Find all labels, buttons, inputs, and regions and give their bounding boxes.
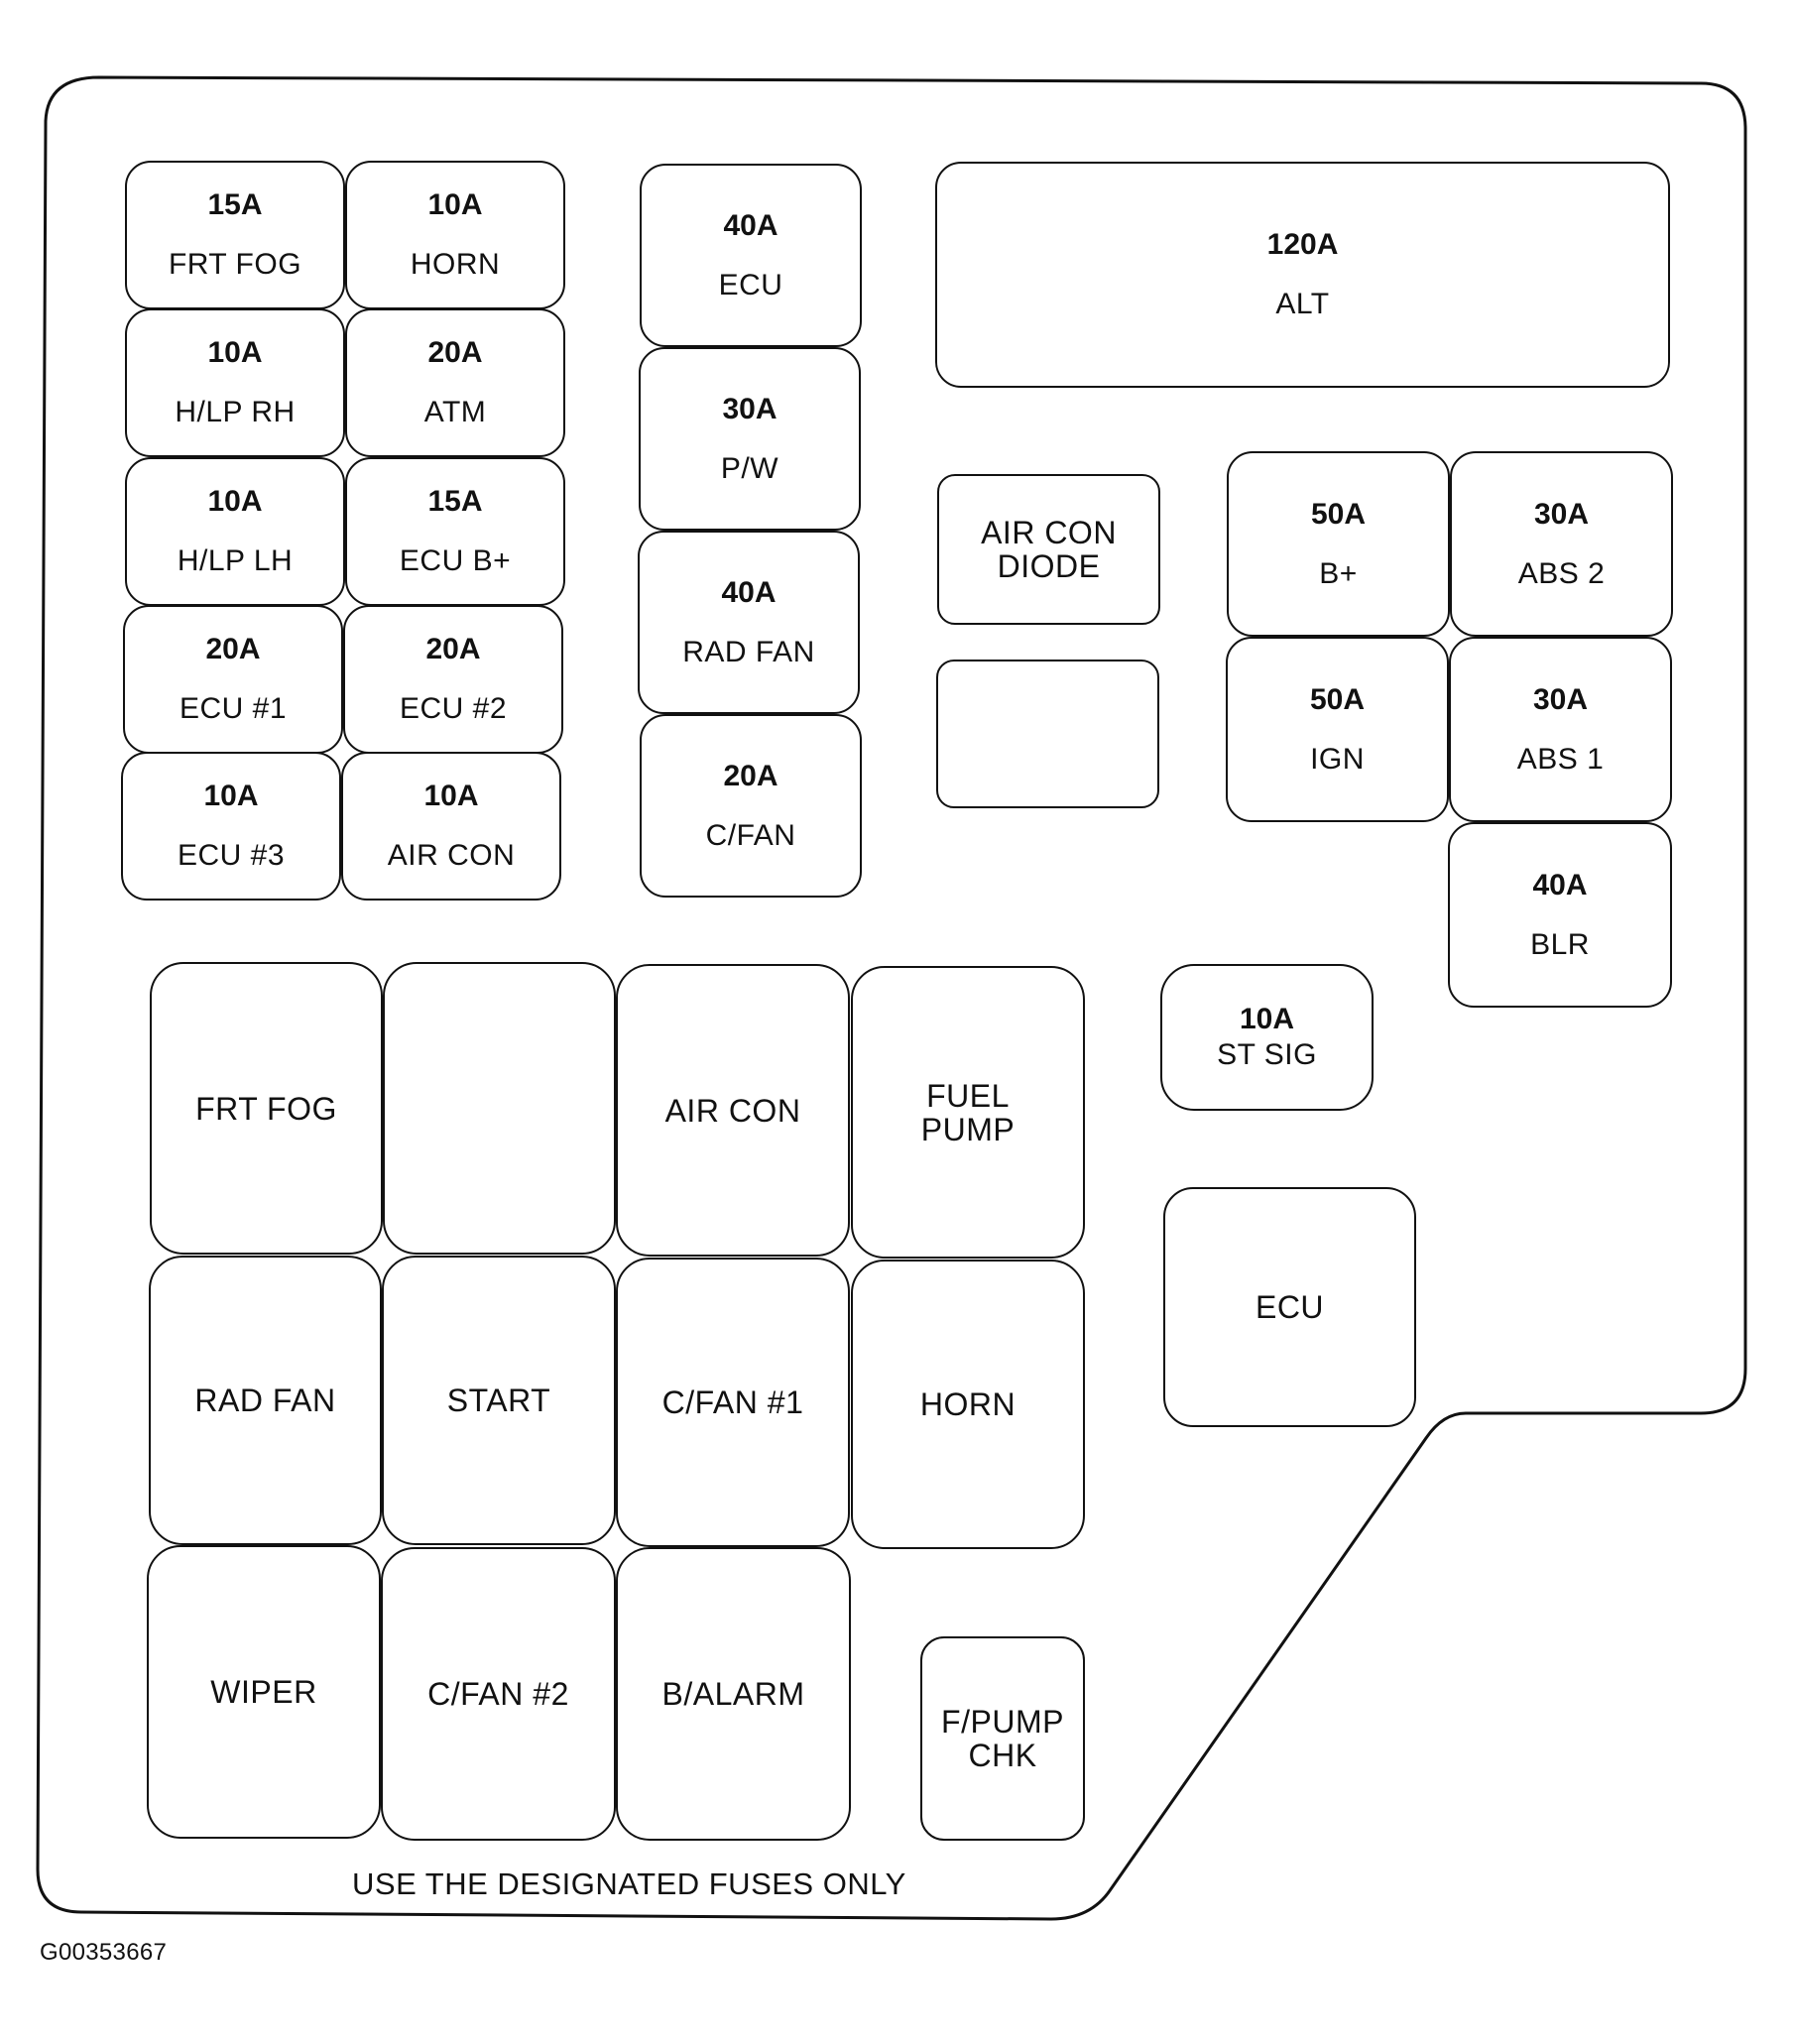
relay-label-line2: PUMP [920, 1111, 1016, 1147]
fuse-rating: 30A [722, 392, 778, 425]
diode-label-line2: DIODE [997, 548, 1101, 584]
fuse-rating: 40A [721, 575, 777, 609]
fuse-label: RAD FAN [682, 635, 815, 668]
fuse-rating: 10A [207, 336, 263, 369]
relay-label-line1: FUEL [926, 1077, 1010, 1114]
fuse-bplus-50a: 50A B+ [1227, 451, 1450, 637]
relay-label: AIR CON [664, 1092, 801, 1129]
relay-b-alarm: B/ALARM [616, 1547, 851, 1841]
relay-cfan-1: C/FAN #1 [616, 1258, 850, 1547]
fuse-label: B+ [1319, 556, 1358, 590]
relay-label: WIPER [210, 1674, 317, 1710]
fuse-label: FRT FOG [168, 248, 302, 281]
relay-empty [383, 962, 616, 1255]
relay-label: FRT FOG [195, 1090, 337, 1127]
ecu-module: ECU [1163, 1187, 1416, 1427]
relay-air-con: AIR CON [616, 964, 850, 1257]
relay-label: B/ALARM [661, 1676, 805, 1712]
fuse-label: C/FAN [705, 818, 796, 852]
fuse-label: IGN [1310, 742, 1365, 776]
fuse-label: ECU #3 [177, 839, 286, 872]
fuse-rating: 30A [1532, 682, 1589, 716]
fuse-blr-40a: 40A BLR [1448, 822, 1672, 1008]
fuse-label: ECU [718, 268, 783, 301]
fuse-alt-120a: 120A ALT [935, 162, 1670, 388]
fuse-label: ATM [423, 396, 487, 428]
fuse-label: ALT [1275, 288, 1330, 320]
fuse-rating: 50A [1310, 497, 1367, 531]
fuse-ecu-40a: 40A ECU [640, 164, 862, 347]
air-con-diode: AIR CON DIODE [937, 474, 1160, 625]
relay-label: START [446, 1383, 551, 1418]
fuse-label: BLR [1530, 927, 1590, 961]
relay-horn: HORN [851, 1260, 1085, 1549]
footer-warning-text: USE THE DESIGNATED FUSES ONLY [352, 1866, 906, 1901]
fuse-air-con-10a: 10A AIR CON [341, 752, 561, 901]
relay-start: START [382, 1256, 616, 1545]
relay-frt-fog: FRT FOG [150, 962, 383, 1255]
fuse-abs2-30a: 30A ABS 2 [1450, 451, 1673, 637]
relay-rad-fan: RAD FAN [149, 1256, 382, 1545]
fuse-rating: 50A [1309, 682, 1366, 716]
fuse-label: ST SIG [1217, 1038, 1317, 1071]
fuse-hlp-lh-10a: 10A H/LP LH [125, 457, 345, 606]
fuse-rating: 20A [205, 633, 261, 665]
relay-label: C/FAN #2 [427, 1676, 569, 1712]
fuse-horn-10a: 10A HORN [345, 161, 565, 309]
figure-id: G00353667 [40, 1939, 168, 1966]
fuse-label: H/LP LH [177, 544, 294, 577]
relay-cfan-2: C/FAN #2 [381, 1547, 616, 1841]
fuse-rating: 30A [1533, 497, 1590, 531]
ecu-module-label: ECU [1255, 1289, 1325, 1325]
fuse-st-sig-10a: 10A ST SIG [1160, 964, 1374, 1111]
fuse-rating: 10A [203, 780, 259, 812]
fuse-ecu-1-20a: 20A ECU #1 [123, 605, 343, 754]
fuse-label: H/LP RH [175, 396, 296, 428]
fuse-ign-50a: 50A IGN [1226, 637, 1449, 822]
fuse-abs1-30a: 30A ABS 1 [1449, 637, 1672, 822]
fuse-label: ECU #2 [399, 692, 508, 725]
fuse-cfan-20a: 20A C/FAN [640, 714, 862, 898]
fuse-label: P/W [720, 451, 779, 485]
relay-fuel-pump: FUEL PUMP [851, 966, 1085, 1259]
fuse-ecu-3-10a: 10A ECU #3 [121, 752, 341, 901]
fuse-rating: 20A [723, 759, 778, 792]
fuse-rating: 40A [1532, 868, 1588, 902]
fuse-rating: 15A [207, 188, 263, 221]
fuse-rating: 20A [425, 633, 481, 665]
fuse-rating: 10A [423, 780, 479, 812]
fuse-rating: 120A [1266, 228, 1339, 261]
fuse-label: ECU #1 [179, 692, 288, 725]
relay-label: C/FAN #1 [661, 1384, 804, 1420]
fuse-rad-fan-40a: 40A RAD FAN [638, 531, 860, 714]
fuse-atm-20a: 20A ATM [345, 308, 565, 457]
fuse-label: ABS 1 [1516, 742, 1605, 776]
fuse-hlp-rh-10a: 10A H/LP RH [125, 308, 345, 457]
relay-label: RAD FAN [194, 1383, 336, 1418]
fuse-ecu-bplus-15a: 15A ECU B+ [345, 457, 565, 606]
fuse-rating: 10A [207, 485, 263, 518]
diode-label-line1: AIR CON [981, 515, 1117, 550]
fuse-ecu-2-20a: 20A ECU #2 [343, 605, 563, 754]
fuse-frt-fog-15a: 15A FRT FOG [125, 161, 345, 309]
fuse-pw-30a: 30A P/W [639, 347, 861, 531]
fuse-label: AIR CON [387, 839, 516, 872]
fuse-rating: 10A [427, 188, 483, 221]
relay-label: HORN [919, 1386, 1017, 1422]
fuse-label: ECU B+ [399, 544, 512, 577]
fpump-label-line2: CHK [968, 1738, 1037, 1773]
relay-wiper: WIPER [147, 1545, 381, 1839]
fuse-rating: 15A [427, 485, 483, 518]
fpump-chk-connector: F/PUMP CHK [920, 1636, 1085, 1841]
fuse-rating: 20A [427, 336, 483, 369]
fuse-rating: 10A [1239, 1003, 1295, 1035]
fuse-label: ABS 2 [1517, 556, 1606, 590]
fpump-label-line1: F/PUMP [941, 1704, 1064, 1740]
empty-slot-diode [936, 660, 1159, 808]
fuse-label: HORN [410, 248, 501, 281]
fuse-rating: 40A [723, 208, 778, 242]
